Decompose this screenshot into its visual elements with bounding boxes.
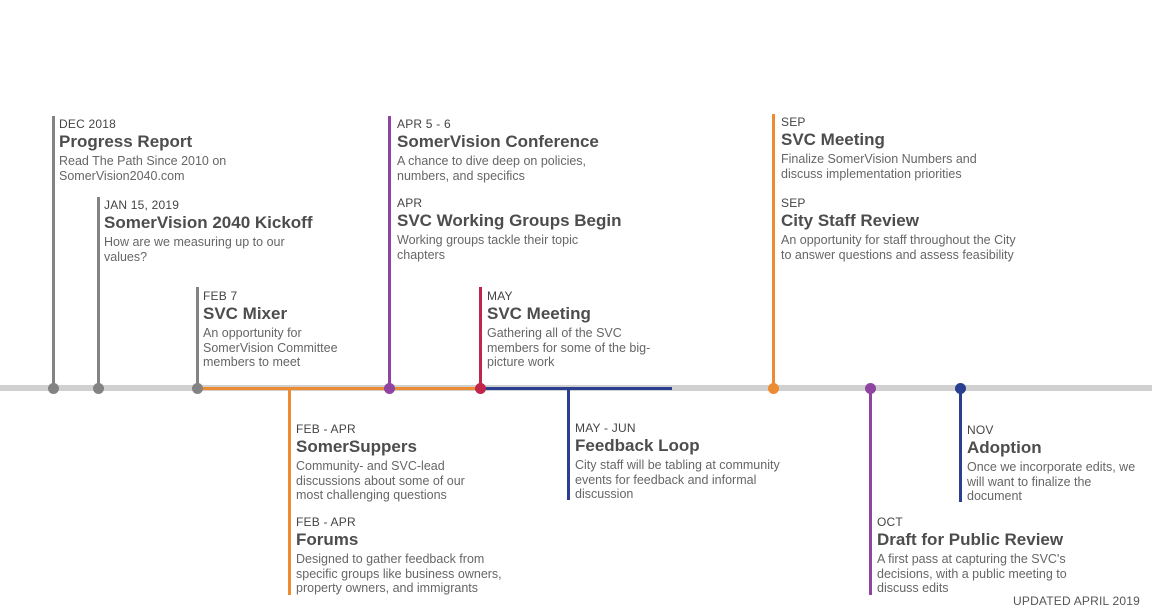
stem-svc-meeting-may <box>479 287 482 388</box>
span-navy <box>480 387 672 390</box>
stem-svc-mixer <box>196 287 199 388</box>
event-date: SEP <box>781 196 806 210</box>
event-description: Once we incorporate edits, we will want … <box>967 460 1136 503</box>
event-conference: APR 5 - 6 SomerVision Conference A chanc… <box>397 117 657 183</box>
event-title: Forums <box>296 530 359 549</box>
event-date: MAY - JUN <box>575 421 636 435</box>
event-date: FEB - APR <box>296 422 356 436</box>
event-title: SVC Working Groups Begin <box>397 211 622 230</box>
event-title: SomerVision 2040 Kickoff <box>104 213 313 232</box>
stem-conference <box>388 116 391 388</box>
event-date: FEB 7 <box>203 289 238 303</box>
stem-adoption <box>959 388 962 502</box>
milestone-dot-may <box>475 383 486 394</box>
milestone-dot-feb <box>192 383 203 394</box>
event-kickoff: JAN 15, 2019 SomerVision 2040 Kickoff Ho… <box>104 198 344 264</box>
event-title: City Staff Review <box>781 211 919 230</box>
stem-svc-meeting-sep <box>772 114 775 388</box>
span-orange <box>198 387 480 390</box>
event-date: APR 5 - 6 <box>397 117 451 131</box>
milestone-dot-apr <box>384 383 395 394</box>
stem-progress-report <box>52 116 55 388</box>
event-somersuppers: FEB - APR SomerSuppers Community- and SV… <box>296 422 536 503</box>
milestone-dot-jan <box>93 383 104 394</box>
stem-somersuppers <box>288 388 291 595</box>
event-description: Gathering all of the SVC members for som… <box>487 326 651 369</box>
event-draft-public-review: OCT Draft for Public Review A first pass… <box>877 515 1117 596</box>
event-title: Feedback Loop <box>575 436 700 455</box>
event-title: SVC Meeting <box>781 130 885 149</box>
milestone-dot-oct <box>865 383 876 394</box>
event-svc-meeting-may: MAY SVC Meeting Gathering all of the SVC… <box>487 289 687 370</box>
event-date: MAY <box>487 289 513 303</box>
event-title: Draft for Public Review <box>877 530 1064 549</box>
milestone-dot-sep <box>768 383 779 394</box>
event-description: City staff will be tabling at community … <box>575 458 780 501</box>
event-date: FEB - APR <box>296 515 356 529</box>
event-description: An opportunity for staff throughout the … <box>781 233 1016 262</box>
event-date: NOV <box>967 423 994 437</box>
event-description: Designed to gather feedback from specifi… <box>296 552 502 595</box>
milestone-dot-dec <box>48 383 59 394</box>
event-progress-report: DEC 2018 Progress Report Read The Path S… <box>59 117 279 183</box>
event-title: SVC Mixer <box>203 304 288 323</box>
event-description: An opportunity for SomerVision Committee… <box>203 326 338 369</box>
event-svc-mixer: FEB 7 SVC Mixer An opportunity for Somer… <box>203 289 373 370</box>
event-title: Progress Report <box>59 132 193 151</box>
stem-feedback-loop <box>567 388 570 500</box>
event-date: SEP <box>781 115 806 129</box>
event-date: DEC 2018 <box>59 117 116 131</box>
event-description: Read The Path Since 2010 on SomerVision2… <box>59 154 227 183</box>
updated-note: UPDATED APRIL 2019 <box>1013 594 1140 608</box>
event-title: SomerSuppers <box>296 437 417 456</box>
stem-draft-review <box>869 388 872 595</box>
event-date: JAN 15, 2019 <box>104 198 180 212</box>
event-title: SVC Meeting <box>487 304 591 323</box>
event-description: Finalize SomerVision Numbers and discuss… <box>781 152 977 181</box>
event-description: How are we measuring up to our values? <box>104 235 285 264</box>
stem-kickoff <box>97 197 100 388</box>
milestone-dot-nov <box>955 383 966 394</box>
event-description: Working groups tackle their topic chapte… <box>397 233 579 262</box>
event-forums: FEB - APR Forums Designed to gather feed… <box>296 515 536 596</box>
event-adoption: NOV Adoption Once we incorporate edits, … <box>967 423 1147 504</box>
event-title: Adoption <box>967 438 1042 457</box>
event-date: OCT <box>877 515 903 529</box>
event-working-groups: APR SVC Working Groups Begin Working gro… <box>397 196 657 262</box>
event-svc-meeting-sep: SEP SVC Meeting Finalize SomerVision Num… <box>781 115 1041 181</box>
event-description: A chance to dive deep on policies, numbe… <box>397 154 587 183</box>
event-description: A first pass at capturing the SVC's deci… <box>877 552 1067 595</box>
event-description: Community- and SVC-lead discussions abou… <box>296 459 465 502</box>
event-date: APR <box>397 196 423 210</box>
event-title: SomerVision Conference <box>397 132 599 151</box>
event-feedback-loop: MAY - JUN Feedback Loop City staff will … <box>575 421 825 502</box>
event-city-staff-review: SEP City Staff Review An opportunity for… <box>781 196 1041 262</box>
